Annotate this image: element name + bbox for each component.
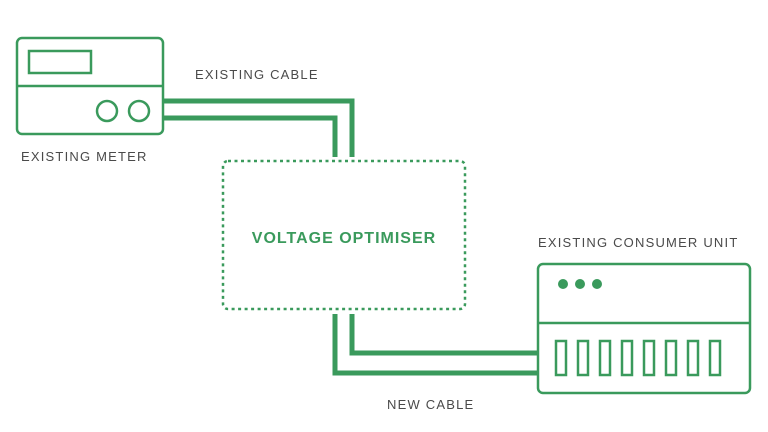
voltage-optimiser: VOLTAGE OPTIMISER bbox=[221, 159, 467, 311]
existing-cable-wire-outer bbox=[163, 98, 355, 157]
new-cable bbox=[332, 314, 538, 376]
consumer-unit-body bbox=[536, 262, 752, 395]
meter-dial bbox=[127, 99, 151, 123]
existing-consumer-unit-label: EXISTING CONSUMER UNIT bbox=[538, 235, 738, 250]
meter-display bbox=[27, 49, 93, 75]
breaker-row bbox=[554, 339, 722, 377]
existing-cable-wire-inner bbox=[163, 115, 338, 157]
indicator-dots bbox=[558, 279, 602, 289]
indicator-dot bbox=[592, 279, 602, 289]
meter-dial bbox=[95, 99, 119, 123]
new-cable-label: NEW CABLE bbox=[387, 397, 474, 412]
breaker-switch bbox=[664, 339, 678, 377]
breaker-switch bbox=[620, 339, 634, 377]
existing-meter-label: EXISTING METER bbox=[21, 149, 148, 164]
new-cable-wire-inner bbox=[349, 314, 538, 356]
existing-cable bbox=[163, 98, 355, 157]
breaker-switch bbox=[598, 339, 612, 377]
existing-cable-label: EXISTING CABLE bbox=[195, 67, 319, 82]
breaker-switch bbox=[554, 339, 568, 377]
voltage-optimiser-label: VOLTAGE OPTIMISER bbox=[252, 230, 436, 247]
breaker-switch bbox=[576, 339, 590, 377]
indicator-dot bbox=[558, 279, 568, 289]
breaker-switch bbox=[708, 339, 722, 377]
breaker-switch bbox=[686, 339, 700, 377]
breaker-switch bbox=[642, 339, 656, 377]
existing-consumer-unit bbox=[536, 262, 752, 395]
meter-dials bbox=[95, 99, 151, 123]
existing-meter bbox=[15, 36, 165, 136]
voltage-optimiser-box bbox=[221, 159, 467, 311]
new-cable-wire-outer bbox=[332, 314, 538, 376]
indicator-dot bbox=[575, 279, 585, 289]
